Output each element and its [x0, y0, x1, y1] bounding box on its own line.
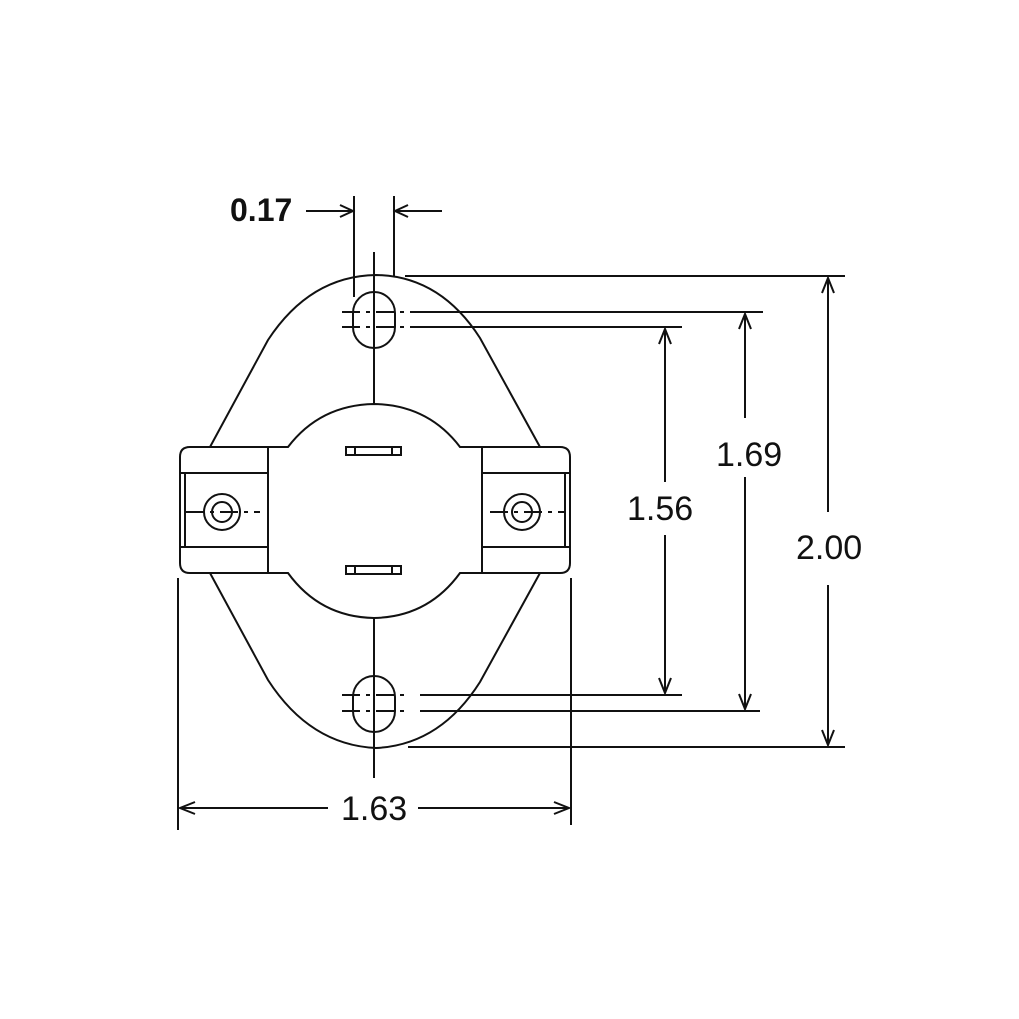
dimension-overall-height: [821, 275, 835, 748]
bottom-mounting-slot: [342, 675, 405, 733]
terminal-tab-bottom: [345, 565, 402, 575]
label-inner-hole-spacing: 1.56: [627, 490, 693, 528]
disc-body-lower: [268, 572, 482, 620]
top-mounting-slot: [342, 291, 405, 349]
dimension-outer-hole-spacing: [738, 311, 752, 712]
flange-bottom-outline: [209, 572, 541, 750]
dimension-overall-width: [177, 578, 572, 830]
flange-top-outline: [209, 273, 541, 448]
left-terminal-block: [179, 446, 269, 574]
disc-body: [268, 402, 482, 448]
dimension-slot-width: [306, 196, 442, 297]
right-terminal-block: [481, 446, 571, 574]
terminal-tab-top: [345, 446, 402, 456]
label-overall-height: 2.00: [796, 529, 862, 567]
dimension-inner-hole-spacing: [658, 326, 672, 696]
label-slot-width: 0.17: [230, 192, 292, 228]
label-overall-width: 1.63: [341, 790, 407, 828]
label-outer-hole-spacing: 1.69: [716, 436, 782, 474]
